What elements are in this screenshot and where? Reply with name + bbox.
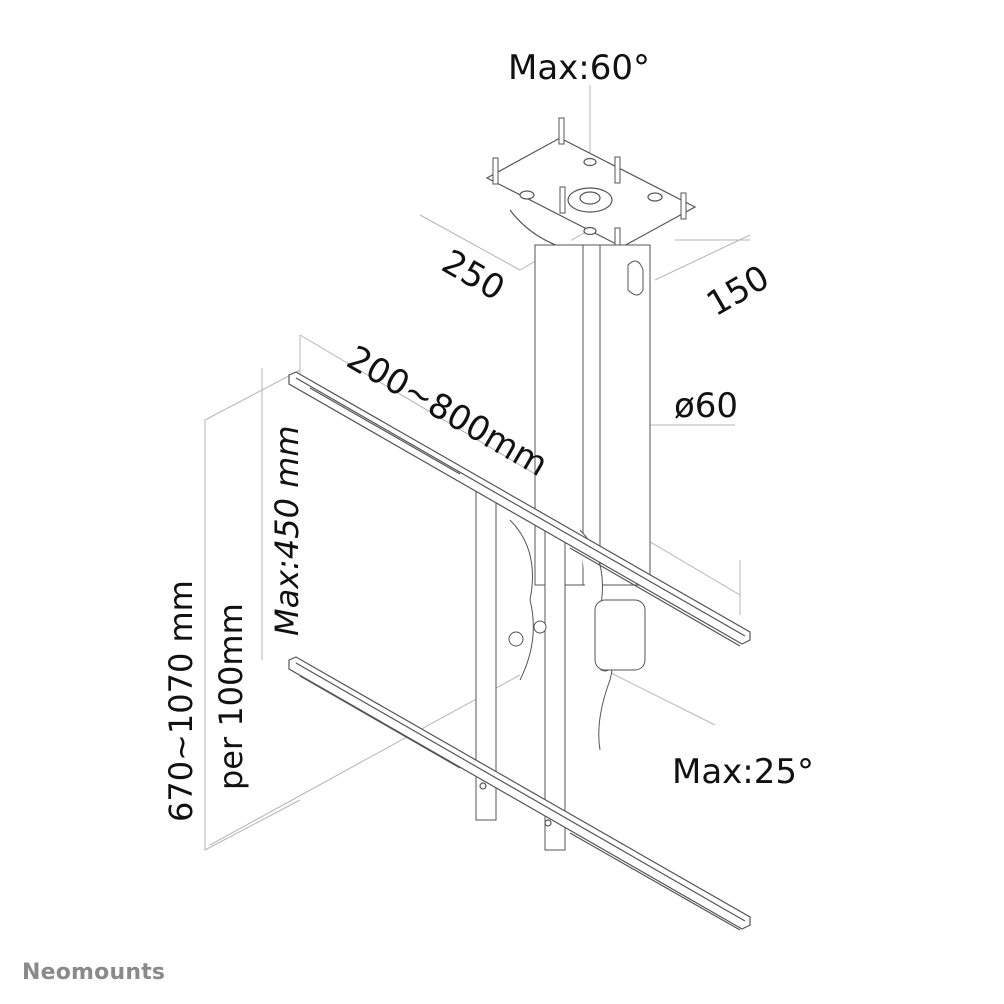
vesa-height-label: Max:450 mm bbox=[268, 425, 306, 636]
plate-bolts bbox=[492, 117, 687, 255]
pole-diameter-label: ø60 bbox=[674, 386, 739, 426]
pole bbox=[534, 244, 651, 586]
brand-logo: Neomounts bbox=[22, 960, 166, 985]
height-step-label: per 100mm bbox=[212, 603, 250, 790]
lower-rail bbox=[288, 656, 751, 931]
tilt-top-label: Max:60° bbox=[508, 48, 651, 88]
height-range-label: 670~1070 mm bbox=[162, 580, 200, 822]
ceiling-plate bbox=[485, 137, 697, 256]
upper-rail bbox=[288, 371, 751, 647]
tilt-bottom-label: Max:25° bbox=[672, 752, 815, 792]
dimension-lines bbox=[204, 85, 751, 851]
